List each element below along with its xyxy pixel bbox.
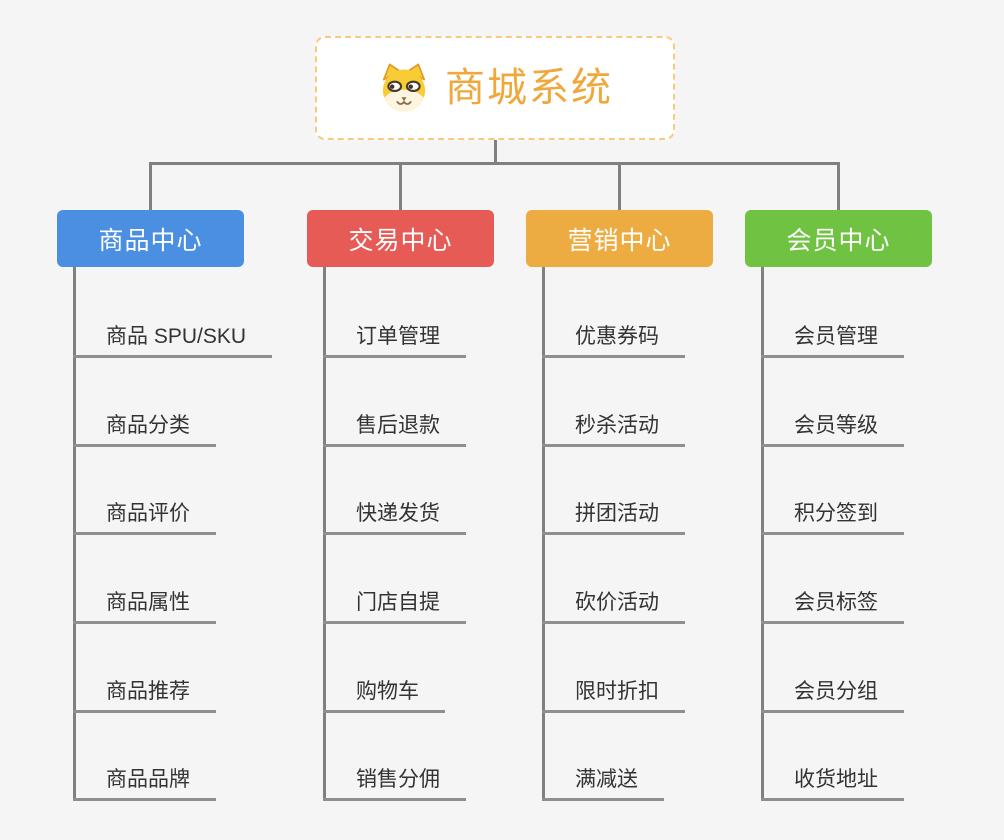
leaf-topic[interactable]: 售后退款	[323, 415, 466, 447]
leaf-topic[interactable]: 满减送	[542, 769, 664, 801]
root-node[interactable]: 商城系统	[315, 36, 675, 140]
branch-header-marketing-center[interactable]: 营销中心	[526, 210, 713, 267]
connector-root-stem	[494, 139, 497, 165]
leaf-topic[interactable]: 收货地址	[761, 769, 904, 801]
leaf-topic[interactable]: 商品属性	[73, 592, 216, 624]
leaf-topic[interactable]: 购物车	[323, 681, 445, 713]
leaf-topic[interactable]: 会员等级	[761, 415, 904, 447]
root-title: 商城系统	[445, 66, 613, 110]
branch-header-member-center[interactable]: 会员中心	[745, 210, 932, 267]
leaf-topic[interactable]: 拼团活动	[542, 503, 685, 535]
dog-face-icon	[377, 61, 431, 115]
leaf-topic[interactable]: 会员分组	[761, 681, 904, 713]
connector-drop	[618, 162, 621, 211]
leaf-topic[interactable]: 销售分佣	[323, 769, 466, 801]
leaf-topic[interactable]: 快递发货	[323, 503, 466, 535]
leaf-topic[interactable]: 砍价活动	[542, 592, 685, 624]
connector-drop	[149, 162, 152, 211]
leaf-topic[interactable]: 积分签到	[761, 503, 904, 535]
branch-header-trade-center[interactable]: 交易中心	[307, 210, 494, 267]
branch-label: 会员中心	[786, 226, 891, 255]
leaf-topic[interactable]: 商品 SPU/SKU	[73, 326, 273, 358]
leaf-topic[interactable]: 订单管理	[323, 326, 466, 358]
leaf-topic[interactable]: 商品分类	[73, 415, 216, 447]
branch-header-goods-center[interactable]: 商品中心	[57, 210, 244, 267]
connector-drop	[399, 162, 402, 211]
branch-label: 交易中心	[348, 226, 453, 255]
leaf-topic[interactable]: 商品品牌	[73, 769, 216, 801]
connector-drop	[837, 162, 840, 211]
leaf-topic[interactable]: 秒杀活动	[542, 415, 685, 447]
branch-label: 商品中心	[98, 226, 203, 255]
connector-horizontal-bar	[149, 162, 840, 165]
leaf-topic[interactable]: 商品推荐	[73, 681, 216, 713]
leaf-topic[interactable]: 门店自提	[323, 592, 466, 624]
leaf-topic[interactable]: 商品评价	[73, 503, 216, 535]
leaf-topic[interactable]: 会员管理	[761, 326, 904, 358]
leaf-topic[interactable]: 会员标签	[761, 592, 904, 624]
branch-label: 营销中心	[567, 226, 672, 255]
leaf-topic[interactable]: 优惠券码	[542, 326, 685, 358]
leaf-topic[interactable]: 限时折扣	[542, 681, 685, 713]
